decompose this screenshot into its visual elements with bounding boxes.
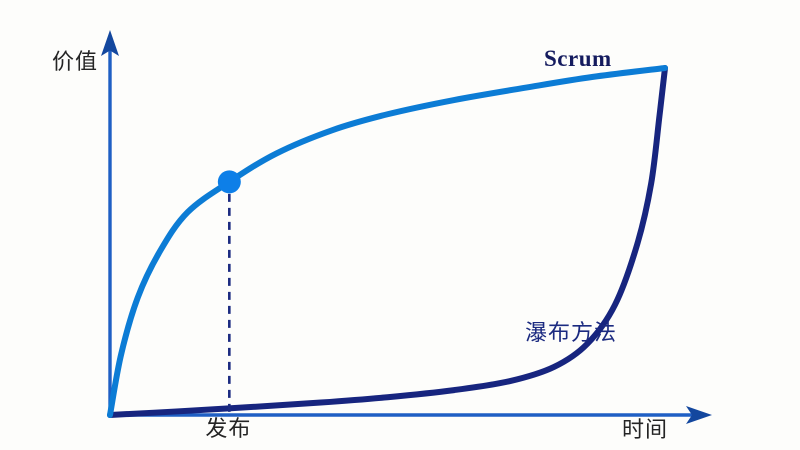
scrum-series-label: Scrum bbox=[544, 46, 612, 71]
y-axis-label: 价值 bbox=[52, 50, 99, 75]
x-axis-arrow-icon bbox=[686, 406, 712, 424]
y-axis bbox=[101, 30, 119, 415]
scrum-value-curve bbox=[107, 65, 668, 418]
x-axis-label: 时间 bbox=[622, 418, 669, 443]
waterfall-value-curve bbox=[107, 65, 668, 418]
waterfall-series-label: 瀑布方法 bbox=[525, 321, 618, 346]
release-tick-label: 发布 bbox=[205, 417, 252, 442]
release-marker-dot[interactable] bbox=[217, 170, 241, 194]
x-axis bbox=[110, 406, 712, 424]
y-axis-arrow-icon bbox=[101, 30, 119, 56]
